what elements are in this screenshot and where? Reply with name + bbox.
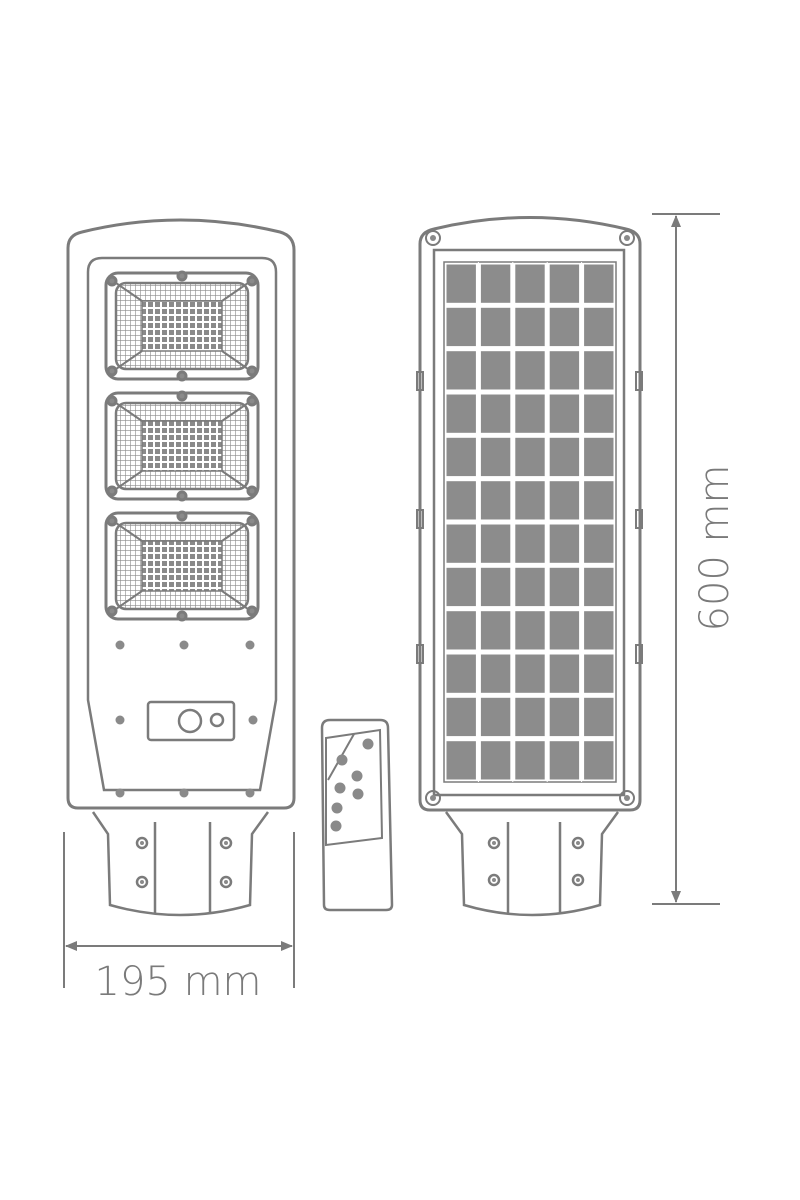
solar-cell [515, 524, 545, 563]
panel-corner-screws [425, 230, 635, 806]
remote-face [325, 728, 384, 847]
remote-button [351, 770, 363, 782]
bracket-bolts [135, 836, 233, 889]
solar-cell [584, 697, 614, 737]
solar-cell [549, 394, 580, 433]
solar-cell [549, 741, 580, 780]
solar-cell [480, 394, 511, 433]
solar-cell [584, 524, 614, 563]
solar-cell [584, 264, 614, 303]
solar-cell [446, 394, 476, 433]
solar-cell [446, 654, 476, 693]
solar-cell [515, 394, 545, 433]
width-label: 195 mm [95, 959, 262, 1005]
remote-buttons [330, 738, 374, 832]
led-modules [104, 270, 260, 622]
remote-button [330, 820, 342, 832]
back-mounting-bracket [444, 811, 620, 917]
solar-cell [549, 307, 580, 347]
side-clips [416, 371, 643, 664]
solar-cell [584, 654, 614, 693]
solar-cell [446, 481, 476, 520]
solar-cell [446, 524, 476, 563]
solar-cell [480, 524, 511, 563]
solar-cell [515, 567, 545, 607]
solar-cells [446, 262, 614, 782]
front-screws [115, 640, 258, 798]
solar-cell [584, 351, 614, 390]
remote-button [334, 782, 346, 794]
front-view [66, 218, 296, 917]
front-inner-panel [86, 256, 278, 792]
solar-cell [549, 264, 580, 303]
solar-cell [515, 264, 545, 303]
solar-cell [584, 394, 614, 433]
solar-cell [584, 567, 614, 607]
led-module [104, 390, 260, 502]
solar-cell [446, 307, 476, 347]
back-view [416, 216, 643, 917]
solar-frame-inner [443, 261, 617, 783]
led-module [104, 270, 260, 382]
remote-button [336, 754, 348, 766]
solar-cell [515, 654, 545, 693]
solar-cell [515, 611, 545, 650]
solar-cell [480, 654, 511, 693]
solar-cell [584, 611, 614, 650]
solar-cell [480, 351, 511, 390]
height-dimension [652, 213, 720, 905]
led-module [104, 510, 260, 622]
solar-cell [480, 567, 511, 607]
solar-cell [549, 697, 580, 737]
solar-cell [584, 741, 614, 780]
width-dimension [63, 832, 295, 988]
front-housing [66, 218, 296, 810]
remote-control [320, 718, 394, 912]
solar-cell [549, 567, 580, 607]
solar-cell [515, 351, 545, 390]
solar-cell [549, 481, 580, 520]
solar-cell [480, 611, 511, 650]
solar-cell [515, 481, 545, 520]
height-label: 600 mm [692, 465, 738, 632]
solar-cell [584, 437, 614, 477]
solar-cell [584, 307, 614, 347]
solar-cell [549, 437, 580, 477]
solar-cell [515, 741, 545, 780]
solar-cell [480, 697, 511, 737]
solar-cell [549, 611, 580, 650]
back-housing [418, 216, 642, 812]
solar-cell [549, 524, 580, 563]
solar-cell [446, 351, 476, 390]
front-mounting-bracket [91, 811, 270, 917]
solar-cell [480, 264, 511, 303]
remote-button [362, 738, 374, 750]
solar-cell [446, 264, 476, 303]
remote-button [352, 788, 364, 800]
remote-button [331, 802, 343, 814]
solar-cell [515, 697, 545, 737]
solar-cell [480, 481, 511, 520]
solar-cell [446, 567, 476, 607]
solar-cell [549, 654, 580, 693]
motion-sensor [146, 700, 236, 742]
solar-cell [515, 437, 545, 477]
solar-cell [515, 307, 545, 347]
solar-cell [480, 307, 511, 347]
solar-cell [446, 697, 476, 737]
solar-cell [446, 741, 476, 780]
solar-cell [446, 611, 476, 650]
solar-cell [480, 437, 511, 477]
solar-cell [549, 351, 580, 390]
solar-cell [584, 481, 614, 520]
solar-cell [480, 741, 511, 780]
solar-frame [432, 248, 626, 797]
solar-cell [446, 437, 476, 477]
